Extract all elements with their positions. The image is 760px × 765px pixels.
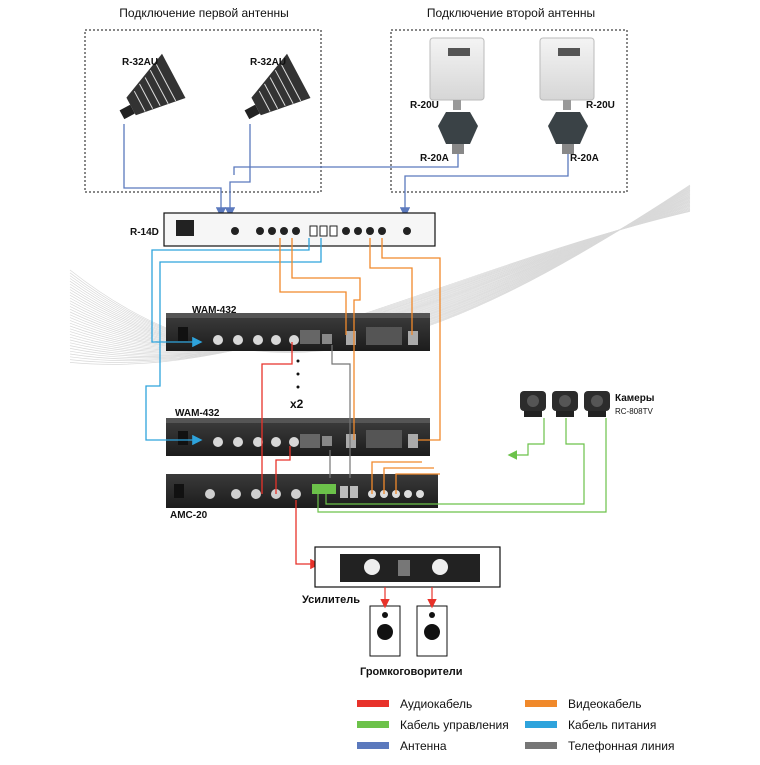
splitter-label: R-14D [130, 227, 159, 238]
amp-left [438, 112, 478, 154]
antenna-cables [123, 124, 569, 218]
camera-model-label: RC-808TV [615, 407, 653, 416]
amplifier-label: Усилитель [302, 594, 360, 606]
wam-top-unit [166, 313, 430, 351]
amc-label: AMC-20 [170, 510, 208, 521]
antenna-left [119, 53, 186, 120]
legend-swatch [357, 700, 389, 707]
wam-bottom-unit [166, 418, 430, 456]
splitter-unit [163, 212, 436, 247]
legend-label: Кабель питания [568, 718, 656, 732]
receiver-left [429, 37, 485, 110]
phone-cables [329, 345, 351, 478]
amp-right [548, 112, 588, 154]
ellipsis-dots [296, 359, 300, 389]
legend-swatch [525, 721, 557, 728]
wam-bottom-label: WAM-432 [175, 408, 220, 419]
amp-left-label: R-20A [420, 153, 449, 164]
second-antenna-group [390, 29, 628, 193]
amp-right-label: R-20A [570, 153, 599, 164]
receiver-right-label: R-20U [586, 100, 615, 111]
receiver-right [539, 37, 595, 110]
power-cables [145, 238, 322, 446]
speaker-right [416, 605, 448, 657]
audio-cables [261, 342, 321, 570]
legend-label: Кабель управления [400, 718, 509, 732]
legend-label: Телефонная линия [568, 739, 674, 753]
legend-swatch [525, 700, 557, 707]
legend-label: Видеокабель [568, 697, 642, 711]
video-cables [279, 238, 441, 494]
wam-top-label: WAM-432 [192, 305, 237, 316]
camera-2 [552, 391, 578, 417]
legend-label: Антенна [400, 739, 447, 753]
receiver-left-label: R-20U [410, 100, 439, 111]
first-antenna-title: Подключение первой антенны [119, 6, 288, 20]
speaker-cables [380, 587, 437, 609]
legend-swatch [357, 721, 389, 728]
antenna-left-label: R-32AU [122, 57, 158, 68]
legend-swatch [525, 742, 557, 749]
camera-1 [520, 391, 546, 417]
speaker-left [369, 605, 401, 657]
antenna-right-label: R-32AU [250, 57, 286, 68]
speakers-label: Громкоговорители [360, 666, 463, 678]
second-antenna-title: Подключение второй антенны [427, 6, 595, 20]
legend-swatch [357, 742, 389, 749]
camera-3 [584, 391, 610, 417]
first-antenna-group [84, 29, 322, 193]
amplifier-unit [314, 546, 501, 588]
control-cables [317, 418, 607, 513]
antenna-right [244, 53, 311, 120]
legend-label: Аудиокабель [400, 697, 472, 711]
amc-unit [166, 474, 438, 508]
cameras-label: Камеры [615, 393, 654, 404]
multiplier-label: x2 [290, 397, 304, 411]
